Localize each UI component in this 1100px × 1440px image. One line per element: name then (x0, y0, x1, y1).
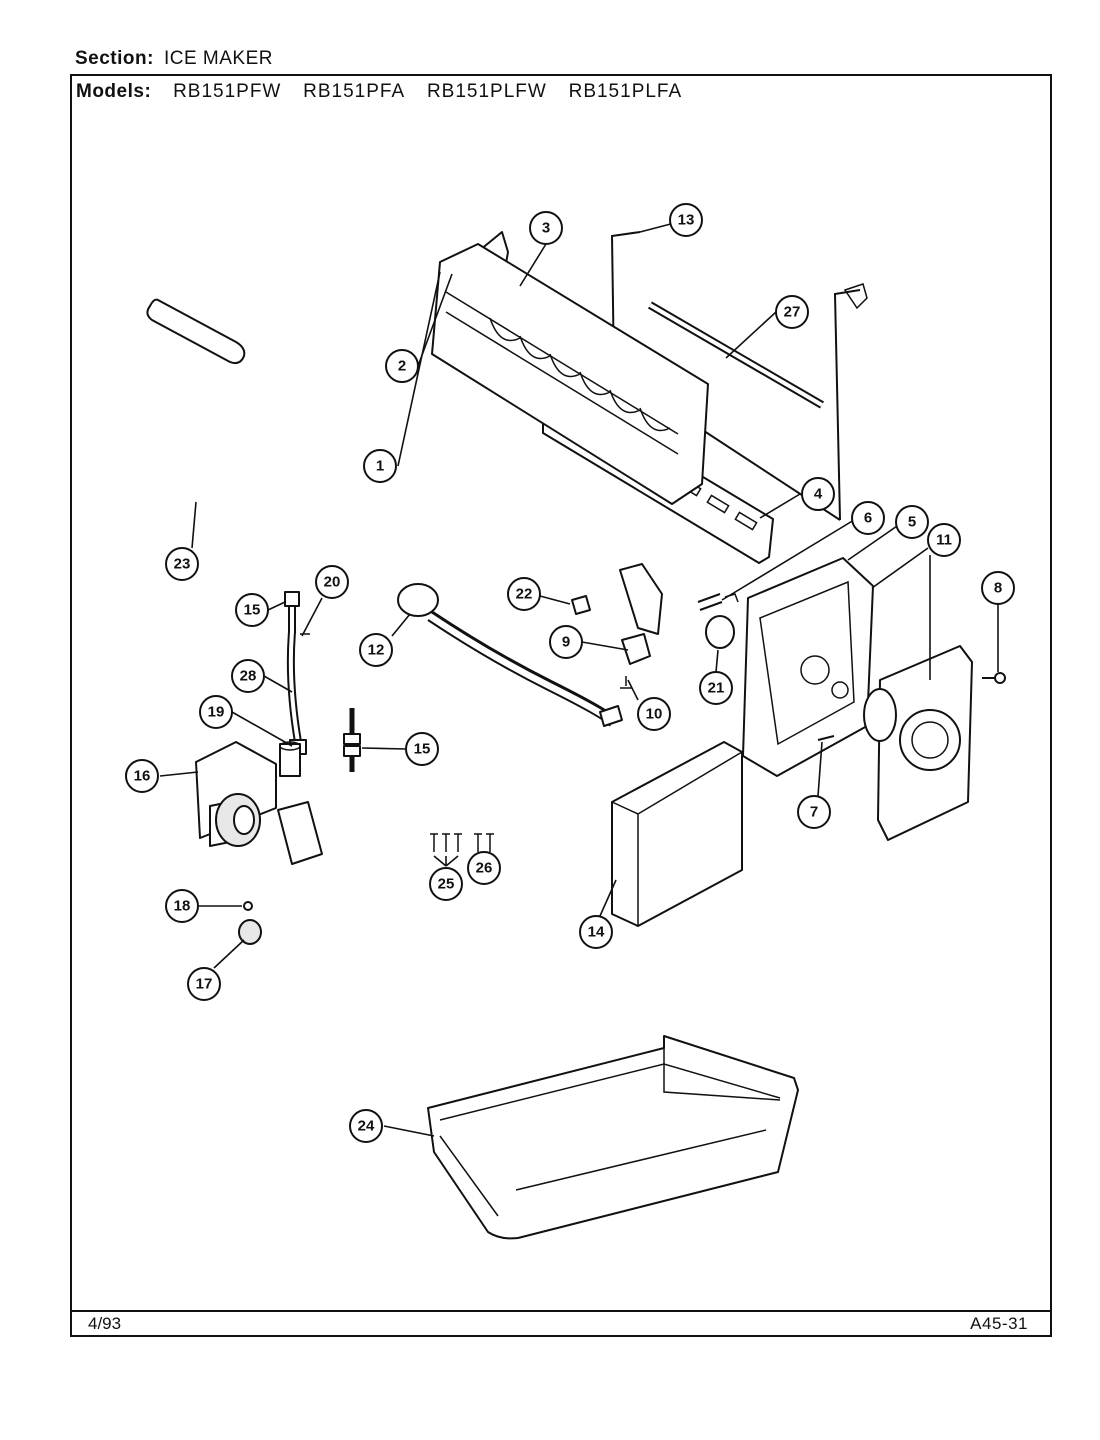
footer-divider (72, 1310, 1050, 1312)
cover (611, 741, 743, 927)
callout-number: 4 (814, 486, 823, 503)
model-number: RB151PLFW (426, 81, 547, 102)
water-valve (195, 741, 323, 865)
callout-number: 10 (646, 706, 663, 723)
ice-bin (427, 1035, 799, 1240)
callout-5: 5 (895, 505, 929, 539)
callout-26: 26 (467, 851, 501, 885)
small-fittings (571, 593, 739, 689)
callout-21: 21 (699, 671, 733, 705)
callout-number: 14 (588, 924, 605, 941)
fill-tube (146, 298, 246, 365)
callout-23: 23 (165, 547, 199, 581)
callout-number: 22 (516, 586, 533, 603)
callout-number: 3 (542, 220, 550, 237)
callout-number: 18 (174, 898, 191, 915)
models-heading: Models: RB151PFW RB151PFA RB151PLFW RB15… (76, 81, 682, 103)
callout-16: 16 (125, 759, 159, 793)
callout-number: 25 (438, 876, 455, 893)
callout-3: 3 (529, 211, 563, 245)
ice-mold (431, 243, 709, 635)
diagram-frame: Models: RB151PFW RB151PFA RB151PLFW RB15… (70, 74, 1052, 1337)
callout-11: 11 (927, 523, 961, 557)
callout-24: 24 (349, 1109, 383, 1143)
callout-17: 17 (187, 967, 221, 1001)
callout-15-lower: 15 (405, 732, 439, 766)
callout-12: 12 (359, 633, 393, 667)
model-number: RB151PFW (173, 81, 282, 102)
callout-27: 27 (775, 295, 809, 329)
model-number: RB151PFA (303, 81, 406, 102)
wiring-harness (397, 583, 623, 727)
callout-22: 22 (507, 577, 541, 611)
callout-number: 17 (196, 976, 213, 993)
callout-number: 8 (994, 580, 1002, 597)
callout-number: 24 (358, 1118, 375, 1135)
callout-9: 9 (549, 625, 583, 659)
callout-number: 5 (908, 514, 916, 531)
callout-13: 13 (669, 203, 703, 237)
callout-1: 1 (363, 449, 397, 483)
callout-15: 15 (235, 593, 269, 627)
callout-number: 15 (244, 602, 261, 619)
motor-module (863, 645, 973, 841)
leader-lines (159, 219, 999, 1137)
callout-number: 26 (476, 860, 493, 877)
shut-off-arm (610, 231, 868, 521)
callout-2: 2 (385, 349, 419, 383)
callout-6: 6 (851, 501, 885, 535)
callout-number: 11 (936, 532, 952, 549)
callout-number: 27 (784, 304, 801, 321)
callout-19: 19 (199, 695, 233, 729)
callout-number: 19 (208, 704, 225, 721)
screws (817, 672, 1006, 741)
compression-fitting (343, 708, 361, 772)
callout-10: 10 (637, 697, 671, 731)
model-number: RB151PLFA (568, 81, 683, 102)
callout-number: 6 (864, 510, 872, 527)
callout-number: 7 (810, 804, 818, 821)
callout-number: 21 (708, 680, 725, 697)
callout-8: 8 (981, 571, 1015, 605)
models-label: Models: (76, 81, 152, 102)
callout-number: 15 (414, 741, 431, 758)
callout-number: 2 (398, 358, 406, 375)
callout-number: 23 (174, 556, 191, 573)
callout-number: 20 (324, 574, 341, 591)
section-label: Section: (75, 48, 154, 69)
page-code: A45-31 (970, 1314, 1028, 1333)
callout-7: 7 (797, 795, 831, 829)
callout-20: 20 (315, 565, 349, 599)
section-heading: Section: ICE MAKER (75, 48, 273, 70)
callout-number: 16 (134, 768, 151, 785)
control-housing (742, 557, 874, 777)
callout-25: 25 (429, 867, 463, 901)
callout-number: 13 (678, 212, 695, 229)
callout-number: 9 (562, 634, 570, 651)
callout-4: 4 (801, 477, 835, 511)
inlet-tube (284, 591, 310, 755)
valve-parts (238, 901, 262, 945)
callout-number: 12 (368, 642, 385, 659)
callout-14: 14 (579, 915, 613, 949)
section-value: ICE MAKER (163, 48, 273, 69)
revision-date: 4/93 (88, 1314, 122, 1333)
callout-number: 1 (376, 458, 384, 475)
callout-18: 18 (165, 889, 199, 923)
callout-number: 28 (240, 668, 257, 685)
mounting-screws (430, 833, 494, 852)
callout-28: 28 (231, 659, 265, 693)
